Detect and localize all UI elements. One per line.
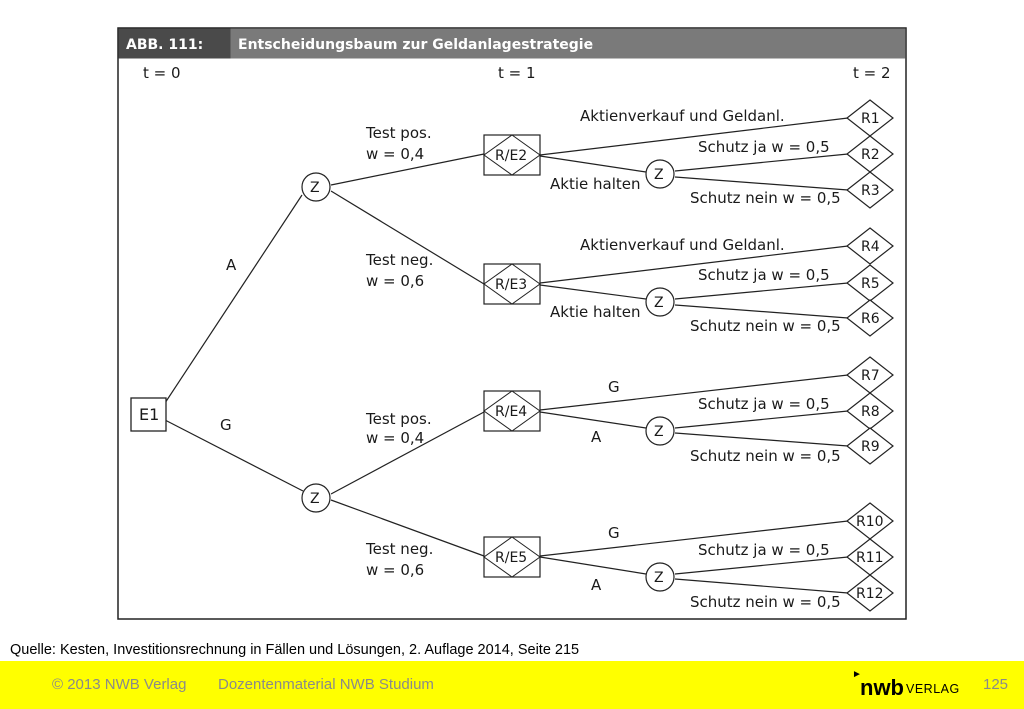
svg-text:R/E3: R/E3 (495, 277, 527, 293)
decision-node-re4: R/E4 (483, 390, 541, 432)
svg-text:Z: Z (654, 295, 664, 311)
logo-arrow-icon: ► (852, 669, 862, 680)
result-label: R8 (861, 404, 880, 420)
source-citation: Quelle: Kesten, Investitionsrechnung in … (10, 642, 580, 658)
result-label: R12 (856, 586, 884, 602)
edge-label-g: G (608, 524, 620, 542)
result-label: R7 (861, 368, 880, 384)
logo-main: nwb (860, 675, 904, 700)
svg-text:R/E5: R/E5 (495, 550, 527, 566)
result-node-r12 (846, 574, 894, 612)
edge-label-test-neg-prob: w = 0,6 (366, 561, 424, 579)
edge-label-sell: Aktienverkauf und Geldanl. (580, 107, 785, 125)
edge-label-protect-yes: Schutz ja w = 0,5 (698, 541, 830, 559)
svg-text:Z: Z (654, 570, 664, 586)
edge-label-g: G (220, 416, 232, 434)
result-node-r3 (846, 171, 894, 209)
footer-bar: © 2013 NWB Verlag Dozentenmaterial NWB S… (0, 661, 1024, 709)
figure-label-box (118, 28, 231, 59)
figure-title: Entscheidungsbaum zur Geldanlagestrategi… (238, 37, 593, 53)
edge-label-test-pos: Test pos. (365, 124, 432, 142)
chance-node: Z (645, 159, 675, 189)
logo-sub: VERLAG (906, 682, 960, 696)
edge-label-a: A (591, 428, 602, 446)
edges (164, 117, 849, 594)
result-label: R9 (861, 439, 880, 455)
edge-label-protect-yes: Schutz ja w = 0,5 (698, 138, 830, 156)
footer-material: Dozentenmaterial NWB Studium (218, 676, 434, 693)
svg-text:Z: Z (310, 491, 320, 507)
nwb-logo: ► nwb VERLAG (850, 669, 960, 700)
edge-label-hold: Aktie halten (550, 303, 640, 321)
edge-label-protect-yes: Schutz ja w = 0,5 (698, 266, 830, 284)
chance-node: Z (301, 483, 331, 513)
chance-node: Z (301, 172, 331, 202)
result-labels: R1 R2 R3 R4 R5 R6 R7 R8 R9 R10 R11 R12 (856, 111, 884, 602)
svg-text:Z: Z (310, 180, 320, 196)
figure-title-box (230, 28, 906, 59)
svg-text:Z: Z (654, 424, 664, 440)
result-label: R4 (861, 239, 880, 255)
time-label-t1: t = 1 (498, 64, 536, 82)
edge-label-sell: Aktienverkauf und Geldanl. (580, 236, 785, 254)
page-number: 125 (983, 676, 1009, 693)
result-label: R1 (861, 111, 880, 127)
time-label-t2: t = 2 (853, 64, 891, 82)
svg-text:R/E2: R/E2 (495, 148, 527, 164)
edge-label-protect-yes: Schutz ja w = 0,5 (698, 395, 830, 413)
edge-label-test-neg: Test neg. (365, 251, 433, 269)
result-node-r9 (846, 427, 894, 465)
edge-label-test-neg-prob: w = 0,6 (366, 272, 424, 290)
chance-node: Z (645, 416, 675, 446)
result-label: R3 (861, 183, 880, 199)
edge-label-test-pos-prob: w = 0,4 (366, 145, 424, 163)
result-nodes (846, 99, 894, 612)
figure-label: ABB. 111: (126, 37, 203, 53)
edge-label-g: G (608, 378, 620, 396)
decision-tree-figure: ABB. 111: Entscheidungsbaum zur Geldanla… (117, 27, 907, 620)
root-node-e1 (130, 397, 167, 432)
chance-node: Z (645, 287, 675, 317)
root-node-label: E1 (139, 405, 159, 424)
edge-label-protect-no: Schutz nein w = 0,5 (690, 189, 841, 207)
edge-label-test-pos-prob: w = 0,4 (366, 429, 424, 447)
result-label: R10 (856, 514, 884, 530)
result-label: R6 (861, 311, 880, 327)
decision-node-re5: R/E5 (483, 536, 541, 578)
edge-label-test-pos: Test pos. (365, 410, 432, 428)
decision-node-re2: R/E2 (483, 134, 541, 176)
chance-node: Z (645, 562, 675, 592)
result-label: R11 (856, 550, 884, 566)
result-label: R2 (861, 147, 880, 163)
svg-text:R/E4: R/E4 (495, 404, 527, 420)
edge-label-hold: Aktie halten (550, 175, 640, 193)
result-node-r4 (846, 227, 894, 265)
result-label: R5 (861, 276, 880, 292)
time-label-t0: t = 0 (143, 64, 181, 82)
edge-label-protect-no: Schutz nein w = 0,5 (690, 447, 841, 465)
decision-node-re3: R/E3 (483, 263, 541, 305)
edge-label-test-neg: Test neg. (365, 540, 433, 558)
result-node-r6 (846, 299, 894, 337)
edge-label-a: A (226, 256, 237, 274)
edge-label-protect-no: Schutz nein w = 0,5 (690, 317, 841, 335)
svg-text:Z: Z (654, 167, 664, 183)
edge-label-a: A (591, 576, 602, 594)
edge-label-protect-no: Schutz nein w = 0,5 (690, 593, 841, 611)
footer-copyright: © 2013 NWB Verlag (52, 676, 187, 693)
